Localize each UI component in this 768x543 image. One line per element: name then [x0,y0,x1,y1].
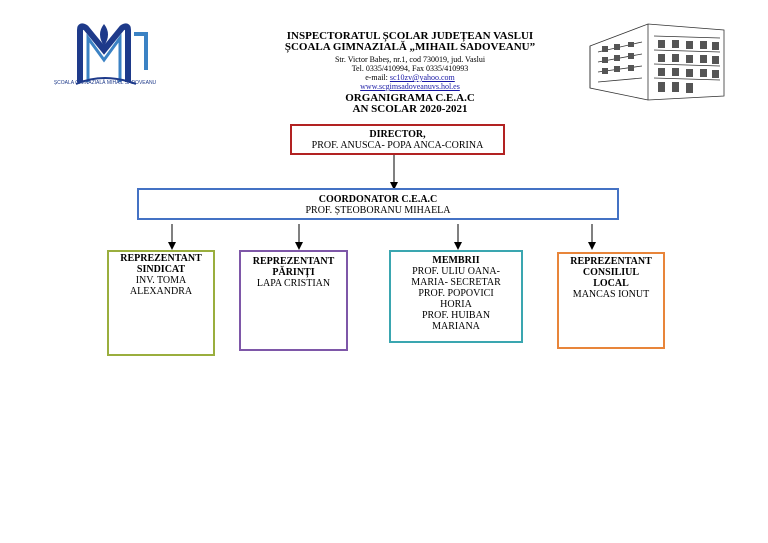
school-building-illustration [589,23,725,101]
phone-fax: Tel. 0335/410994, Fax 0335/410993 [351,64,469,73]
member-line: MANCAS IONUT [572,289,650,300]
member-title: REPREZENTANT SINDICAT [120,253,202,275]
director-box: DIRECTOR, PROF. ANUSCA- POPA ANCA-CORINA [290,124,505,155]
coordinator-name: PROF. ȘTEOBORANU MIHAELA [305,205,451,216]
member-line: INV. TOMA [135,275,187,286]
member-line: ALEXANDRA [129,286,193,297]
member-box-parinti: REPREZENTANT PĂRINȚI LAPA CRISTIAN [239,250,348,351]
member-title: REPREZENTANT PĂRINȚI [252,256,335,278]
inspectorate-name: INSPECTORATUL ȘCOLAR JUDEȚEAN VASLUI [286,30,534,42]
member-box-sindicat: REPREZENTANT SINDICAT INV. TOMA ALEXANDR… [107,250,215,356]
member-line: HORIA [440,299,472,310]
coordinator-title: COORDONATOR C.E.A.C [318,194,438,205]
email-label: e-mail: [365,73,390,82]
member-line: PROF. ULIU OANA- [412,266,500,277]
document-title: ORGANIGRAMA C.E.A.C [345,92,475,104]
member-line: MARIANA [432,321,480,332]
member-box-consiliul: REPREZENTANT CONSILIUL LOCAL MANCAS IONU… [557,252,665,349]
school-logo [75,23,148,85]
member-line: MARIA- SECRETAR [411,277,501,288]
school-name: ȘCOALA GIMNAZIALĂ „MIHAIL SADOVEANU” [284,41,536,53]
school-year: AN SCOLAR 2020-2021 [352,103,468,115]
director-name: PROF. ANUSCA- POPA ANCA-CORINA [311,140,484,151]
email-link[interactable]: sc10zv@yahoo.com [389,73,455,82]
director-title: DIRECTOR, [369,129,426,140]
website-link[interactable]: www.scgimsadoveanuvs.hol.es [360,82,460,91]
member-box-membrii: MEMBRII PROF. ULIU OANA- MARIA- SECRETAR… [389,250,523,343]
member-line: PROF. POPOVICI [418,288,494,299]
address: Str. Victor Babeș, nr.1, cod 730019, jud… [334,55,486,64]
website-line: www.scgimsadoveanuvs.hol.es [230,82,590,92]
coordinator-box: COORDONATOR C.E.A.C PROF. ȘTEOBORANU MIH… [137,188,619,220]
member-line: LAPA CRISTIAN [256,278,331,289]
logo-caption: ȘCOALA GIMNAZIALĂ MIHAIL SADOVEANU [53,80,157,86]
member-line: PROF. HUIBAN [421,310,491,321]
member-title: MEMBRII [432,255,480,266]
member-title: REPREZENTANT CONSILIUL LOCAL [570,256,652,289]
email-line: e-mail: sc10zv@yahoo.com [230,73,590,83]
